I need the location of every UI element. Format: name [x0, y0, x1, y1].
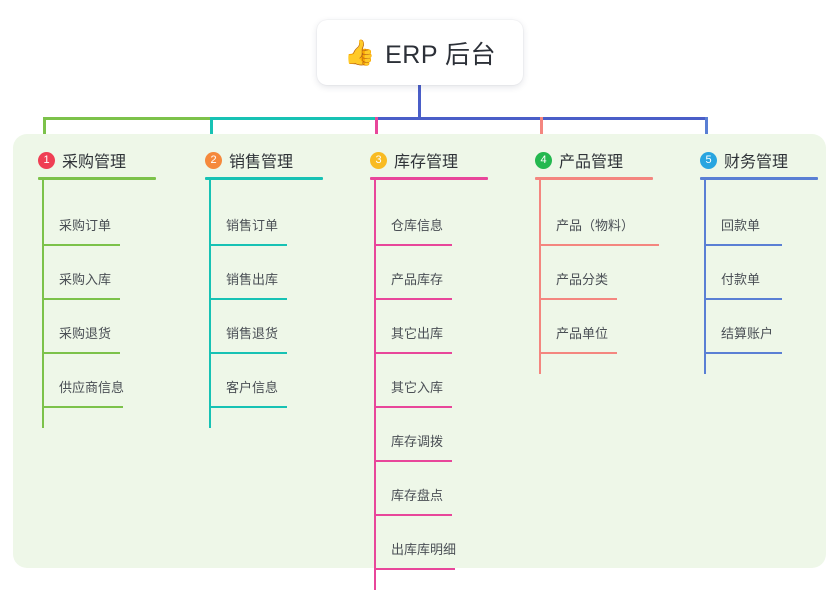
branch-drop-connector-1 — [43, 117, 46, 142]
branch-child-label: 销售出库 — [226, 272, 279, 287]
trunk-horizontal-segment-3 — [375, 117, 543, 120]
branch-child-underline — [209, 244, 287, 246]
branch-child-underline — [209, 298, 287, 300]
branch-child-underline — [374, 244, 452, 246]
branch-column-1: 1 采购管理采购订单采购入库采购退货供应商信息 — [21, 148, 156, 428]
branch-child-underline — [42, 352, 120, 354]
branch-spine — [704, 180, 706, 374]
trunk-vertical-connector — [417, 85, 421, 120]
branch-title: 库存管理 — [394, 154, 459, 171]
branch-child-label: 库存盘点 — [391, 488, 444, 503]
root-node[interactable]: 👍 ERP 后台 — [317, 20, 523, 85]
branch-child-label: 销售订单 — [226, 218, 279, 233]
trunk-horizontal-segment-1 — [43, 117, 213, 120]
branch-child-label: 采购订单 — [59, 218, 112, 233]
branch-child-label: 其它出库 — [391, 326, 444, 341]
branch-child-underline — [704, 244, 782, 246]
branch-child-underline — [704, 352, 782, 354]
trunk-horizontal-segment-2 — [210, 117, 378, 120]
branch-spine — [374, 180, 376, 590]
branch-child-label: 供应商信息 — [59, 380, 125, 395]
branch-child-label: 产品（物料） — [556, 218, 635, 233]
branch-number-badge: 2 — [205, 151, 222, 169]
branch-child-underline — [374, 352, 452, 354]
branch-title: 产品管理 — [559, 154, 624, 171]
trunk-horizontal-segment-4 — [540, 117, 708, 120]
branch-child-label: 销售退货 — [226, 326, 279, 341]
branch-column-5: 5 财务管理回款单付款单结算账户 — [683, 148, 818, 374]
branch-child-label: 采购入库 — [59, 272, 112, 287]
branch-child-underline — [374, 406, 452, 408]
branch-child-underline — [42, 406, 123, 408]
branch-number-badge: 3 — [370, 151, 387, 169]
branch-child-label: 出库库明细 — [391, 542, 457, 557]
thumbs-up-icon: 👍 — [343, 38, 376, 67]
branch-child-underline — [374, 568, 455, 570]
branch-column-2: 2 销售管理销售订单销售出库销售退货客户信息 — [188, 148, 323, 428]
branch-child-underline — [42, 298, 120, 300]
branch-header-2[interactable]: 2 销售管理 — [188, 148, 293, 172]
branch-drop-connector-3 — [375, 117, 378, 142]
branch-child-label: 结算账户 — [721, 326, 774, 341]
branch-child-underline — [374, 298, 452, 300]
branch-number-badge: 4 — [535, 151, 552, 169]
branch-child-underline — [704, 298, 782, 300]
branch-number-badge: 1 — [38, 151, 55, 169]
branch-column-3: 3 库存管理仓库信息产品库存其它出库其它入库库存调拨库存盘点出库库明细 — [353, 148, 488, 590]
branch-title-underline — [535, 177, 653, 180]
branch-child-label: 客户信息 — [226, 380, 279, 395]
branch-child-underline — [539, 352, 617, 354]
branch-title: 采购管理 — [62, 154, 127, 171]
branch-child-label: 产品分类 — [556, 272, 609, 287]
branch-title-underline — [38, 177, 156, 180]
branch-drop-connector-4 — [540, 117, 543, 142]
root-title: ERP 后台 — [385, 40, 497, 69]
branch-title: 销售管理 — [229, 154, 294, 171]
branch-header-3[interactable]: 3 库存管理 — [353, 148, 458, 172]
branch-title-underline — [205, 177, 323, 180]
branch-child-underline — [42, 244, 120, 246]
branch-child-label: 产品库存 — [391, 272, 444, 287]
branch-child-underline — [374, 514, 452, 516]
branch-header-1[interactable]: 1 采购管理 — [21, 148, 126, 172]
branch-title-underline — [700, 177, 818, 180]
branch-child-underline — [209, 352, 287, 354]
branch-child-label: 付款单 — [721, 272, 761, 287]
branch-child-underline — [209, 406, 287, 408]
branch-number-badge: 5 — [700, 151, 717, 169]
branch-title: 财务管理 — [724, 154, 789, 171]
branch-child-label: 采购退货 — [59, 326, 112, 341]
branch-child-label: 库存调拨 — [391, 434, 444, 449]
branch-child-underline — [374, 460, 452, 462]
branch-spine — [42, 180, 44, 428]
branch-spine — [539, 180, 541, 374]
branch-column-4: 4 产品管理产品（物料） 产品分类产品单位 — [518, 148, 659, 374]
branch-child-label: 仓库信息 — [391, 218, 444, 233]
branch-child-underline — [539, 298, 617, 300]
branch-header-4[interactable]: 4 产品管理 — [518, 148, 623, 172]
branch-drop-connector-5 — [705, 117, 708, 142]
branch-child-underline — [539, 244, 659, 246]
branch-header-5[interactable]: 5 财务管理 — [683, 148, 788, 172]
branch-child-label: 回款单 — [721, 218, 761, 233]
branch-child-label: 产品单位 — [556, 326, 609, 341]
branch-title-underline — [370, 177, 488, 180]
branch-drop-connector-2 — [210, 117, 213, 142]
branch-child-label: 其它入库 — [391, 380, 444, 395]
branch-spine — [209, 180, 211, 428]
branches-board — [13, 134, 826, 568]
